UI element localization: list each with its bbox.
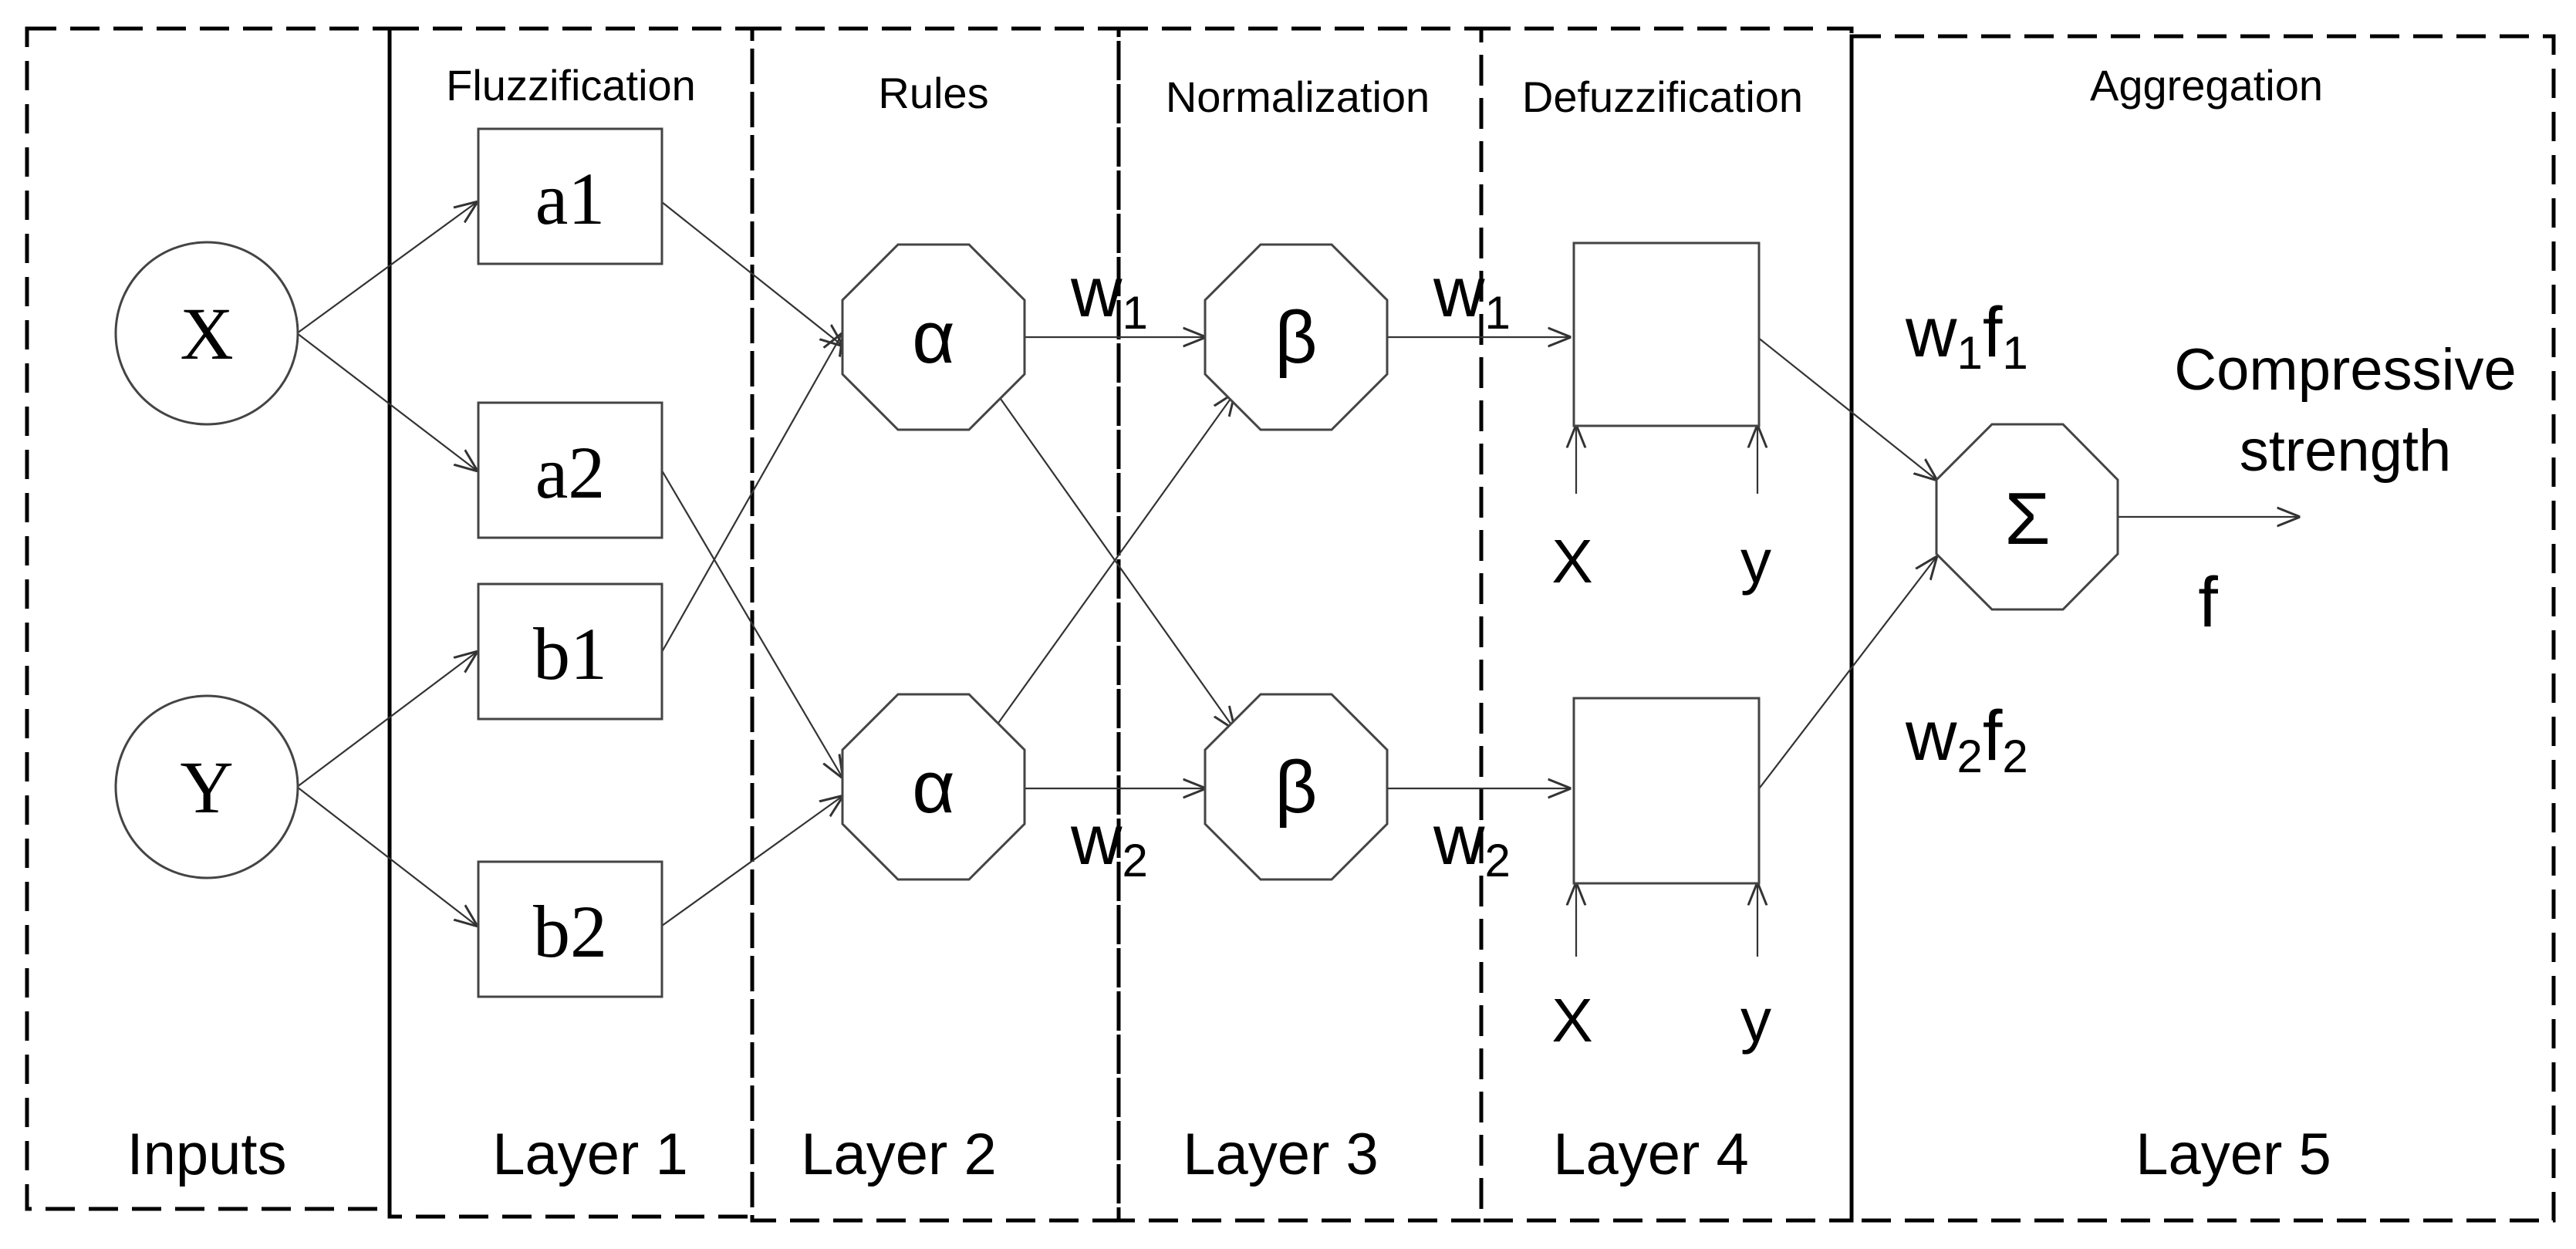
label-layer2: Layer 2 [801,1122,997,1187]
w2-subscript: 2 [1484,835,1510,886]
rule-bottom-node [841,693,1026,881]
w2f2-f-sub: 2 [2002,731,2027,782]
header-defuzzification: Defuzzification [1522,73,1803,121]
w1-subscript: 1 [1484,287,1510,339]
label-inputs: Inputs [127,1122,286,1187]
w2-label-rules: w2 [1070,801,1148,886]
input-x-label: X [180,292,233,375]
w1f1-label: w1f1 [1905,293,2028,379]
edge-y-b1 [296,652,477,788]
w1-label-rules: w1 [1070,253,1148,339]
w1-label-norm: w1 [1433,253,1511,339]
layer5-box [1849,34,2556,1223]
w2f2-label: w2f2 [1905,697,2028,782]
mf-b2-label: b2 [533,890,607,973]
label-layer1: Layer 1 [492,1122,688,1187]
layer4-box [1479,26,1854,1223]
mf-a1-label: a1 [535,157,606,240]
layer3-box [1116,26,1484,1223]
mf-a2-label: a2 [535,431,606,514]
input-y-node [114,694,299,879]
mf-b2-node [477,860,663,998]
rule-top-label: α [912,296,955,379]
norm-top-label: β [1274,296,1317,379]
edge-defuzz-bottom-sum [1757,557,1936,792]
label-layer4: Layer 4 [1553,1122,1749,1187]
w1f1-f-sub: 1 [2002,327,2027,379]
norm-bottom-node [1204,693,1389,881]
edge-b2-rule-bottom [661,796,842,927]
defuzz-bottom-node [1572,697,1761,885]
header-rules: Rules [878,69,988,117]
edge-a2-rule-bottom [661,470,842,778]
w2f2-w-sub: 2 [1956,731,1982,782]
rule-top-node [841,243,1026,431]
mf-a1-node [477,127,663,265]
mf-a2-node [477,401,663,539]
mf-b1-label: b1 [533,613,607,695]
inputs-layer-box [25,26,392,1211]
edge-defuzz-top-sum [1757,336,1936,480]
output-f-label: f [2198,563,2218,642]
defuzz-bottom-y-label: y [1740,986,1771,1055]
mf-b1-node [477,582,663,721]
w2-subscript: 2 [1122,835,1147,886]
edge-x-a2 [296,333,477,471]
sum-symbol: Σ [2004,478,2050,560]
norm-top-node [1204,243,1389,431]
sum-node [1935,423,2119,611]
output-label-line1: Compressive [2174,337,2516,403]
defuzz-bottom-x-label: X [1551,986,1592,1055]
edge-rule-top-norm-bottom [996,393,1234,729]
label-layer5: Layer 5 [2135,1122,2331,1187]
defuzz-top-y-label: y [1740,527,1771,596]
input-y-label: Y [180,746,233,829]
header-normalization: Normalization [1166,73,1430,121]
edge-b1-rule-top [661,333,842,653]
defuzz-top-x-label: X [1551,527,1592,596]
w2-label-norm: w2 [1433,801,1511,886]
edge-rule-bottom-norm-top [996,393,1234,726]
layer2-box [750,26,1121,1223]
w1f1-w-sub: 1 [1956,327,1982,379]
edge-a1-rule-top [661,201,842,346]
rule-bottom-label: α [912,746,955,829]
defuzz-top-node [1572,241,1761,427]
header-fluzzification: Fluzzification [446,61,696,110]
label-layer3: Layer 3 [1183,1122,1379,1187]
edge-x-a1 [296,202,477,334]
header-aggregation: Aggregation [2090,61,2323,110]
edge-y-b2 [296,786,477,926]
w1-subscript: 1 [1122,287,1147,339]
input-x-node [114,241,299,426]
output-label-line2: strength [2240,418,2452,484]
norm-bottom-label: β [1274,746,1317,829]
